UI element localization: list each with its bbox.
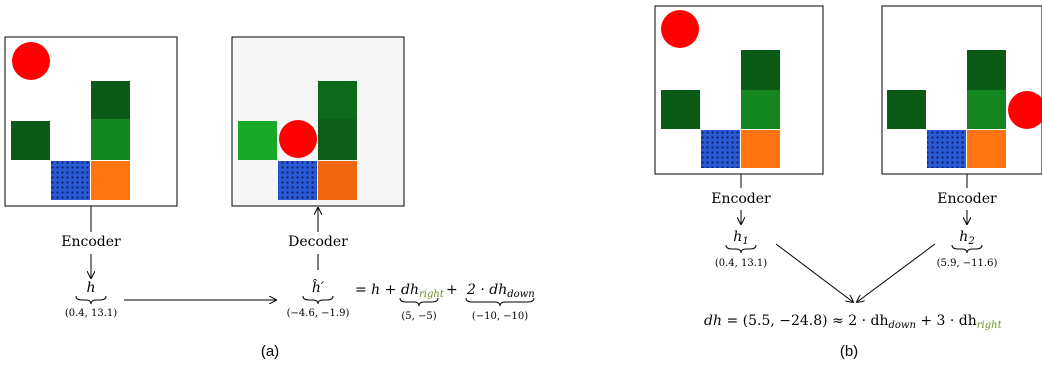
- decoded-image: [231, 36, 405, 207]
- image-1: [654, 5, 824, 175]
- caption-b: (b): [840, 343, 858, 360]
- red-ball: [12, 42, 50, 80]
- dark-green-block: [318, 81, 357, 119]
- underbrace: [399, 297, 439, 307]
- red-ball: [1008, 91, 1042, 129]
- caption-a: (a): [261, 343, 279, 360]
- underbrace: [951, 244, 983, 254]
- underbrace: [75, 295, 107, 305]
- orange-block: [967, 130, 1006, 168]
- arrow-from-h2: [857, 243, 936, 302]
- plus-sign: +: [446, 282, 458, 298]
- green-block: [741, 90, 780, 129]
- h1-coords: (0.4, 13.1): [715, 258, 767, 269]
- dh-right: dhright: [401, 282, 445, 300]
- h2-coords: (5.9, −11.6): [937, 258, 998, 269]
- h1-symbol: h1: [733, 229, 748, 247]
- blue-block: [51, 161, 90, 200]
- image-2: [881, 5, 1042, 175]
- underbrace: [725, 244, 757, 254]
- light-green-block: [238, 121, 277, 160]
- dh-down-coords: (−10, −10): [472, 311, 528, 322]
- orange-block: [741, 130, 780, 168]
- blue-block: [278, 161, 317, 200]
- h-coords: (0.4, 13.1): [65, 308, 117, 319]
- encoder-label-2: Encoder: [937, 191, 997, 207]
- red-ball: [279, 120, 317, 158]
- dh-right-coords: (5, −5): [401, 311, 436, 322]
- dark-green-block-left: [11, 121, 50, 160]
- dark-green-block: [91, 81, 130, 119]
- h2-symbol: h2: [959, 229, 974, 247]
- dark-green-block-left: [887, 90, 926, 129]
- two-dh-down: 2 · dhdown: [466, 282, 535, 300]
- panel-b: Encoder h1 (0.4, 13.1) Encoder h2 (5.9, …: [654, 5, 1042, 360]
- green-block: [91, 119, 130, 160]
- encoder-label-1: Encoder: [711, 191, 771, 207]
- blue-block: [927, 130, 966, 168]
- h-hat-coords: (−4.6, −1.9): [287, 308, 350, 319]
- dark-green-block: [741, 50, 780, 90]
- underbrace: [465, 297, 535, 307]
- green-block: [318, 119, 357, 160]
- dark-green-block: [967, 50, 1006, 90]
- dark-green-block-left: [661, 90, 700, 129]
- panel-a: Encoder h (0.4, 13.1) Decoder ĥ′ (−4.6, …: [4, 36, 535, 360]
- underbrace: [302, 295, 334, 305]
- h-symbol: h: [86, 280, 95, 296]
- green-block: [967, 90, 1006, 129]
- dh-equation: dh = (5.5, −24.8) ≈ 2 · dhdown + 3 · dhr…: [704, 313, 1003, 332]
- input-image: [4, 36, 178, 207]
- decoder-label: Decoder: [288, 234, 348, 250]
- h-hat-symbol: ĥ′: [312, 278, 325, 296]
- eq-prefix: = h +: [355, 282, 396, 298]
- arrow-from-h1: [775, 243, 853, 302]
- orange-block: [318, 161, 357, 200]
- red-ball: [661, 10, 699, 48]
- blue-block: [701, 130, 740, 168]
- orange-block: [91, 161, 130, 200]
- encoder-label: Encoder: [61, 234, 121, 250]
